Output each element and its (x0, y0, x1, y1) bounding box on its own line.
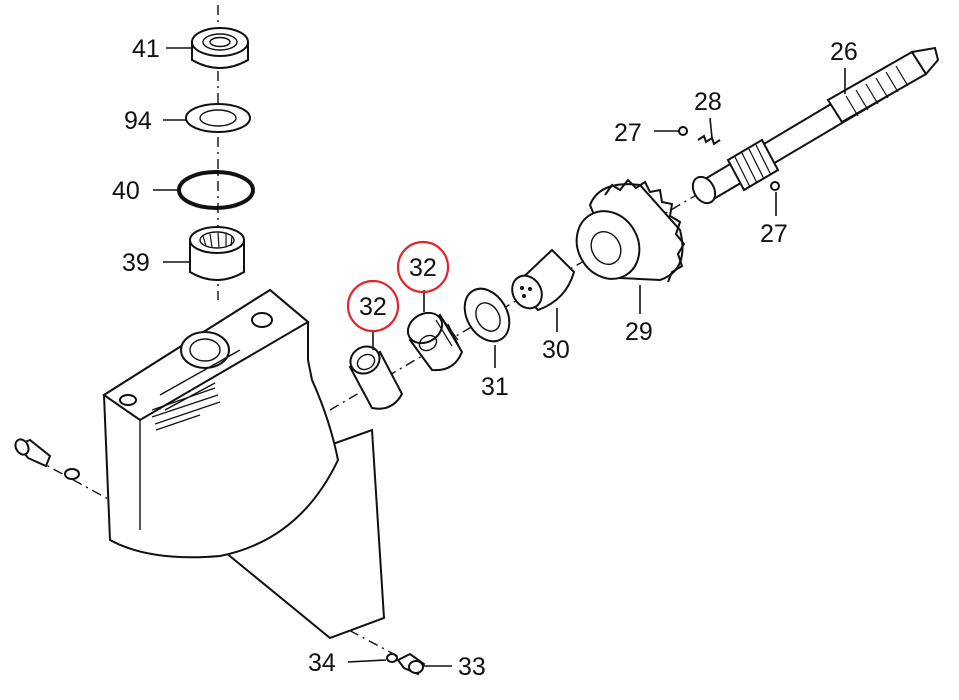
leader-28 (709, 117, 713, 139)
label-26: 26 (830, 38, 858, 66)
part-28-spring (697, 134, 721, 146)
label-40: 40 (112, 177, 140, 205)
label-29: 29 (625, 318, 653, 346)
part-39-needle-bearing (189, 226, 245, 281)
leader-34 (347, 659, 387, 663)
label-28: 28 (694, 88, 722, 116)
part-41-bearing (191, 27, 249, 69)
part-30-sleeve (511, 248, 576, 312)
label-33: 33 (458, 653, 486, 681)
part-40-o-ring (177, 170, 255, 210)
part-94-washer (185, 103, 251, 133)
label-32b: 32 (409, 254, 437, 282)
label-31: 31 (481, 373, 509, 401)
highlight-circle-32a (346, 279, 400, 333)
part-34-gasket (386, 653, 398, 663)
part-27-ball-lower (770, 181, 780, 191)
washer-small (64, 468, 80, 480)
label-34: 34 (308, 649, 336, 677)
label-30: 30 (542, 336, 570, 364)
part-31-shim (463, 287, 511, 343)
label-27a: 27 (614, 119, 642, 147)
part-32-roller-bearing (406, 311, 464, 372)
part-27-ball-upper (678, 126, 688, 136)
gear-case-housing (102, 288, 386, 640)
highlight-circle-32b (396, 240, 450, 294)
label-41: 41 (132, 35, 160, 63)
part-26-drive-shaft (691, 46, 940, 205)
part-33-drain-screw (396, 652, 426, 676)
label-27b: 27 (760, 220, 788, 248)
part-29-bevel-gear (575, 178, 686, 283)
label-94: 94 (124, 107, 152, 135)
bolt-axis-line (14, 447, 111, 501)
label-39: 39 (122, 249, 150, 277)
label-32a: 32 (359, 293, 387, 321)
part-32-bearing-race (348, 345, 404, 410)
bolt (14, 438, 52, 468)
